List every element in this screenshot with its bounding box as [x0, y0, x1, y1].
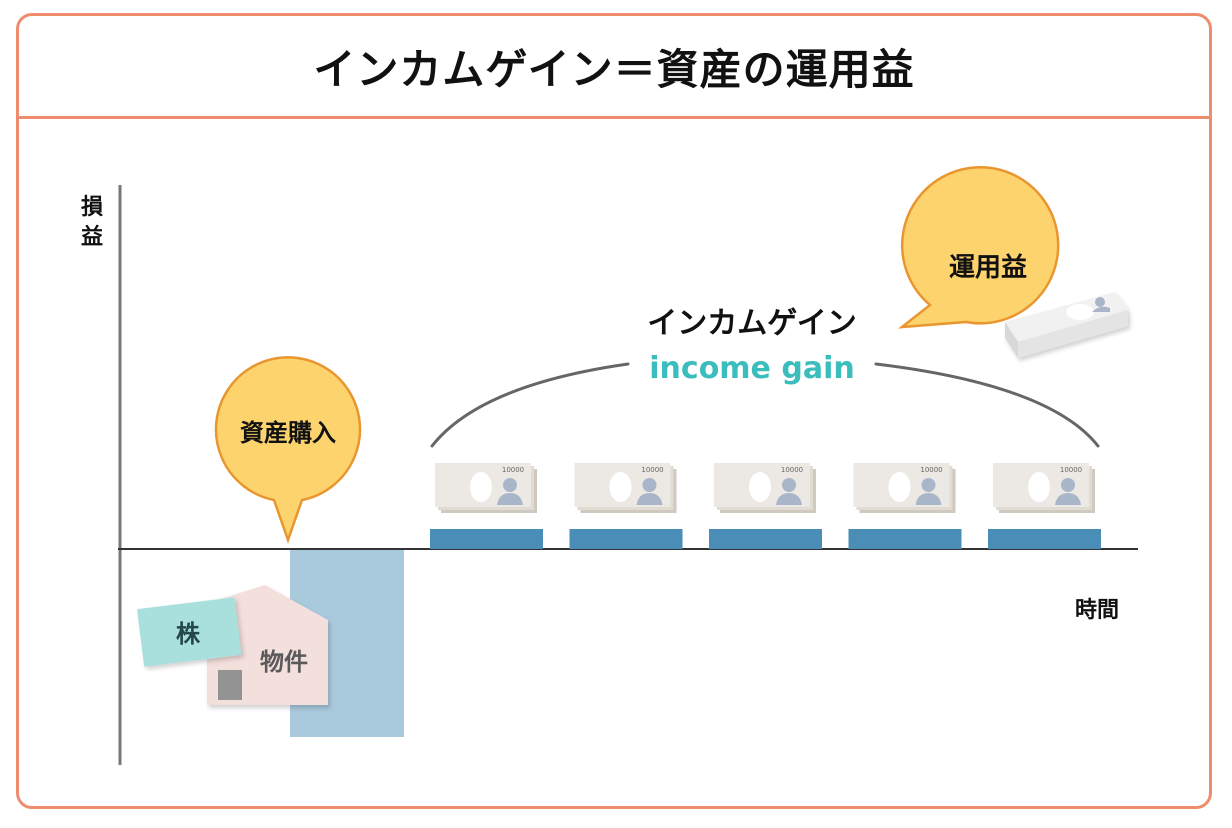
banknote-icon: 10000: [574, 463, 677, 513]
income-periods: 10000 10000 10000 10000 10000: [430, 463, 1101, 549]
banknote-denomination: 10000: [920, 466, 942, 474]
title-bar: インカムゲイン＝資産の運用益: [19, 16, 1209, 119]
banknote-icon: 10000: [853, 463, 956, 513]
income-arc-left: [430, 362, 630, 448]
income-bar: [430, 529, 543, 549]
purchase-bubble-label: 資産購入: [240, 419, 336, 447]
y-axis-label-1: 損: [81, 195, 104, 220]
banknote-icon: 10000: [435, 463, 537, 513]
stock-label: 株: [176, 620, 201, 648]
money-stack-icon: [1005, 292, 1128, 358]
banknote-denomination: 10000: [641, 466, 663, 474]
page-title: インカムゲイン＝資産の運用益: [313, 44, 915, 94]
property-label: 物件: [260, 648, 308, 676]
y-axis-label-2: 益: [81, 224, 103, 250]
x-axis-label: 時間: [1075, 598, 1119, 623]
income-gain-label-en: income gain: [649, 351, 854, 386]
banknote-icon: 10000: [714, 463, 816, 513]
income-bar: [569, 529, 683, 549]
income-arc-right: [874, 362, 1100, 448]
purchase-speech-bubble: [214, 356, 362, 544]
profit-speech-bubble: [897, 166, 1060, 329]
profit-bubble-label: 運用益: [949, 253, 1027, 283]
income-bar: [988, 529, 1101, 549]
banknote-icon: 10000: [993, 463, 1095, 513]
banknote-denomination: 10000: [781, 466, 803, 474]
house-door-icon: [218, 670, 242, 700]
stock-card: [137, 597, 242, 667]
banknote-denomination: 10000: [1060, 466, 1082, 474]
income-bar: [848, 529, 962, 549]
income-gain-label-ja: インカムゲイン: [647, 306, 856, 341]
banknote-denomination: 10000: [502, 466, 524, 474]
income-bar: [709, 529, 822, 549]
